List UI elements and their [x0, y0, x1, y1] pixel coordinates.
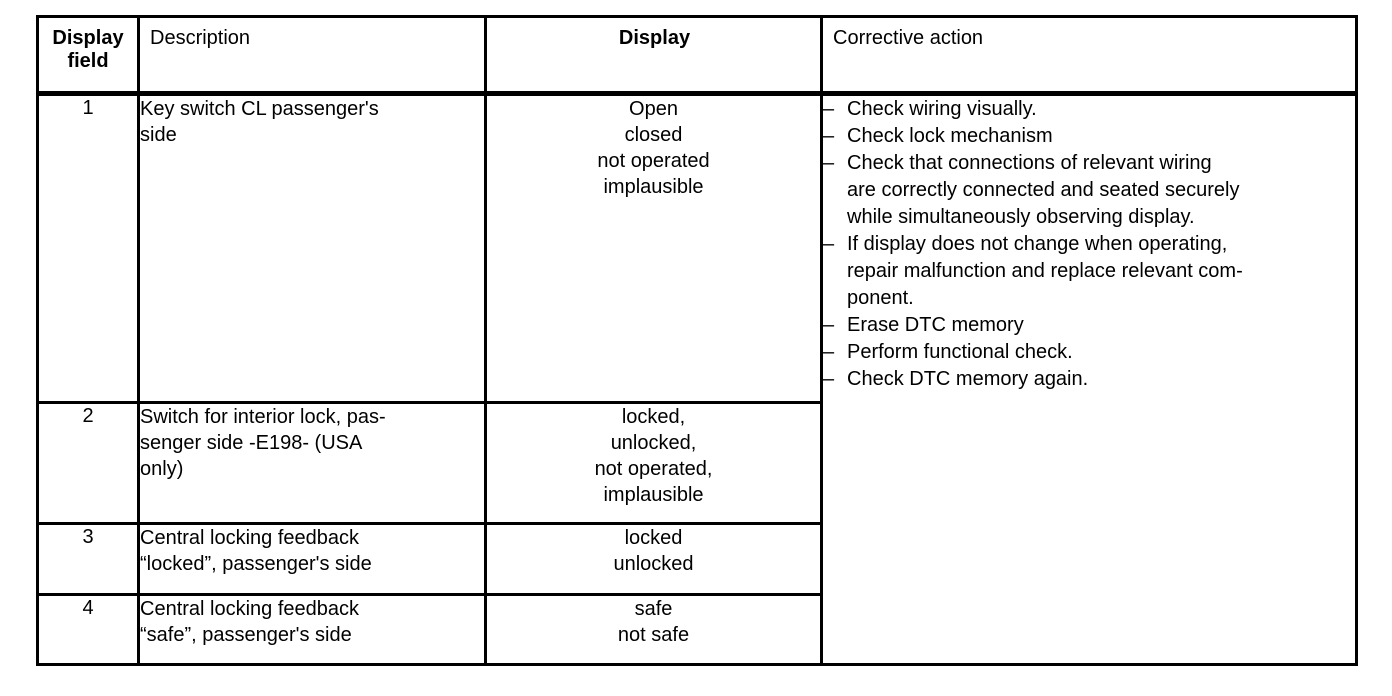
- header-description-label: Description: [150, 27, 251, 49]
- description-text: Central locking feedback “safe”, passeng…: [140, 598, 360, 646]
- table-row: 1 Key switch CL passenger's side Open cl…: [37, 93, 1357, 666]
- header-corrective-action-label: Corrective action: [833, 27, 984, 49]
- display-value: unlocked,: [610, 432, 697, 454]
- description-text: Switch for interior lock, pas- senger si…: [140, 406, 386, 480]
- corrective-action-item: If display does not change when operatin…: [823, 231, 1355, 312]
- table-header-row: Display field Description Display Correc…: [37, 16, 1357, 96]
- display-value: locked,: [621, 406, 686, 428]
- display-value: not operated: [597, 150, 710, 172]
- description-text: Central locking feedback “locked”, passe…: [140, 527, 372, 575]
- header-display-field: Display field: [37, 16, 139, 96]
- header-display-field-label: Display field: [52, 27, 124, 72]
- corrective-action-item: Check wiring visually.: [823, 96, 1355, 123]
- cell-description: Central locking feedback “safe”, passeng…: [138, 594, 486, 665]
- display-value: closed: [624, 124, 683, 146]
- display-value: safe: [634, 598, 673, 620]
- display-value: unlocked: [613, 553, 694, 575]
- cell-display-values: locked unlocked: [485, 523, 822, 596]
- cell-display-field: 4: [37, 594, 139, 665]
- corrective-action-item: Check lock mechanism: [823, 123, 1355, 150]
- description-text: Key switch CL passenger's side: [140, 98, 379, 146]
- corrective-action-item: Check that connections of relevant wirin…: [823, 150, 1355, 231]
- table-row: 2 Switch for interior lock, pas- senger …: [37, 402, 1357, 525]
- cell-display-values: safe not safe: [485, 594, 822, 665]
- cell-description: Switch for interior lock, pas- senger si…: [138, 402, 486, 525]
- table-row: 3 Central locking feedback “locked”, pas…: [37, 523, 1357, 596]
- cell-display-values: Open closed not operated implausible: [485, 93, 822, 404]
- cell-corrective-action: Check wiring visually. Check lock mechan…: [821, 93, 1357, 666]
- header-display: Display: [485, 16, 822, 96]
- corrective-action-item: Check DTC memory again.: [823, 366, 1355, 393]
- table-row: 4 Central locking feedback “safe”, passe…: [37, 594, 1357, 665]
- cell-display-field: 3: [37, 523, 139, 596]
- header-display-label: Display: [618, 27, 691, 49]
- cell-display-field: 1: [37, 93, 139, 404]
- corrective-action-list: Check wiring visually. Check lock mechan…: [823, 96, 1355, 393]
- display-value: locked: [624, 527, 683, 549]
- header-description: Description: [138, 16, 486, 96]
- display-value: implausible: [603, 484, 704, 506]
- corrective-action-item: Erase DTC memory: [823, 312, 1355, 339]
- diagnostic-table: Display field Description Display Correc…: [36, 15, 1358, 666]
- display-value: not safe: [617, 624, 690, 646]
- display-value: not operated,: [594, 458, 713, 480]
- corrective-action-item: Perform functional check.: [823, 339, 1355, 366]
- display-value: implausible: [603, 176, 704, 198]
- cell-description: Key switch CL passenger's side: [138, 93, 486, 404]
- cell-description: Central locking feedback “locked”, passe…: [138, 523, 486, 596]
- cell-display-values: locked, unlocked, not operated, implausi…: [485, 402, 822, 525]
- header-corrective-action: Corrective action: [821, 16, 1357, 96]
- cell-display-field: 2: [37, 402, 139, 525]
- display-value: Open: [629, 98, 678, 120]
